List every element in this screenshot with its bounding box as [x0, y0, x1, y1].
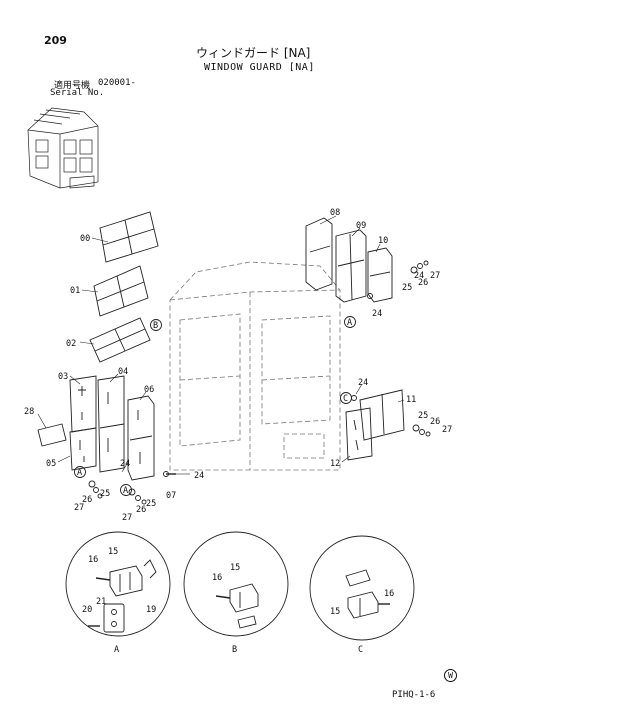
detail-c-label-16: 16 [384, 589, 394, 599]
callout-a-circle-left [74, 466, 86, 478]
detail-circle-a [65, 531, 171, 637]
part-label-01: 01 [70, 286, 80, 296]
detail-c-label-15: 15 [330, 607, 340, 617]
detail-circle-b [183, 531, 289, 637]
part-03-left-upper-guard [69, 375, 97, 433]
part-label-26-door: 26 [136, 505, 146, 515]
part-label-02: 02 [66, 339, 76, 349]
part-08-rear-guard [305, 217, 333, 291]
part-label-25-door: 25 [146, 499, 156, 509]
part-00-roof-guard [99, 211, 159, 263]
part-label-27-right: 27 [442, 425, 452, 435]
detail-b-label-15: 15 [230, 563, 240, 573]
detail-a-label-15: 15 [108, 547, 118, 557]
detail-c-bracket-drawing [345, 569, 390, 619]
detail-a-letter: A [114, 645, 119, 655]
part-04-door-guard [97, 375, 125, 473]
part-label-11: 11 [406, 395, 416, 405]
part-01-upper-front-guard [93, 265, 149, 317]
callout-a-circle-rear [344, 316, 356, 328]
part-label-08: 08 [330, 208, 340, 218]
detail-circle-c [309, 535, 415, 641]
detail-a-label-19: 19 [146, 605, 156, 615]
callout-a-label-door: A [123, 486, 128, 496]
part-label-10: 10 [378, 236, 388, 246]
part-label-09: 09 [356, 221, 366, 231]
detail-b-bracket-drawing [215, 583, 259, 629]
detail-a-bracket-drawing [88, 559, 157, 633]
part-09-rear-guard [335, 229, 367, 303]
part-label-05: 05 [46, 459, 56, 469]
callout-a-circle-door [120, 484, 132, 496]
revision-mark: W [444, 669, 457, 682]
part-label-27-rear: 27 [430, 271, 440, 281]
detail-a-label-20: 20 [82, 605, 92, 615]
part-label-26-right: 26 [430, 417, 440, 427]
page-number: 209 [44, 34, 67, 47]
part-label-25-front: 25 [100, 489, 110, 499]
part-12-right-guard [345, 407, 373, 461]
page-title-japanese: ウィンドガード [NA] [196, 46, 311, 60]
part-label-27-front: 27 [74, 503, 84, 513]
part-label-00: 00 [80, 234, 90, 244]
detail-b-label-16: 16 [212, 573, 222, 583]
detail-a-label-21: 21 [96, 597, 106, 607]
hardware-group-front [88, 471, 176, 505]
serial-label-japanese: 適用号機 [54, 81, 91, 91]
cab-thumbnail-drawing [27, 107, 99, 189]
part-label-26-rear: 26 [418, 278, 428, 288]
callout-b-label: B [153, 321, 158, 331]
callout-a-label-left: A [77, 468, 82, 478]
part-label-04: 04 [118, 367, 128, 377]
part-label-03: 03 [58, 372, 68, 382]
part-label-24-rear-lower: 24 [372, 309, 382, 319]
callout-c-label: C [343, 394, 348, 404]
leader-lines [37, 215, 405, 475]
part-11-right-guard [359, 389, 405, 441]
callout-a-label-rear: A [347, 318, 352, 328]
page-title-english: WINDOW GUARD [NA] [204, 62, 315, 73]
serial-number-range: 020001- [98, 78, 136, 88]
part-label-25-rear: 25 [402, 283, 412, 293]
document-code: PIHQ-1-6 [392, 690, 436, 700]
part-label-24-rear: 24 [414, 271, 424, 281]
detail-b-letter: B [232, 645, 237, 655]
part-label-06: 06 [144, 385, 154, 395]
part-label-24-side: 24 [194, 471, 204, 481]
part-label-12: 12 [330, 459, 340, 469]
part-label-25-right: 25 [418, 411, 428, 421]
part-label-28: 28 [24, 407, 34, 417]
detail-a-label-16: 16 [88, 555, 98, 565]
part-28-plate [37, 423, 67, 447]
detail-c-letter: C [358, 645, 363, 655]
cab-body-outline [169, 261, 341, 471]
part-06-door-side-guard [127, 395, 155, 481]
part-05-left-lower-guard [69, 427, 97, 471]
callout-c-circle [340, 392, 352, 404]
serial-label-english: Serial No. [50, 88, 105, 98]
part-label-07: 07 [166, 491, 176, 501]
part-label-24-right: 24 [358, 378, 368, 388]
part-02-lower-front-guard [89, 317, 151, 363]
part-label-24-front: 24 [120, 459, 130, 469]
callout-b-circle [150, 319, 162, 331]
part-label-27-door: 27 [122, 513, 132, 523]
part-label-26-front: 26 [82, 495, 92, 505]
